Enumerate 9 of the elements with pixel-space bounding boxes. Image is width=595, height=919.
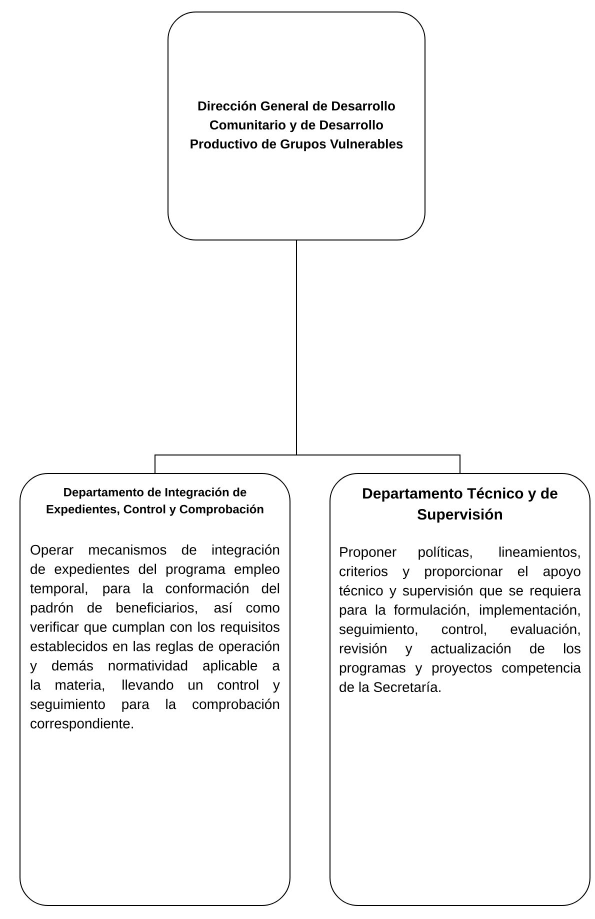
heading-text: Departamento de Integración de Expedientes, Control y Comprobación bbox=[46, 488, 264, 516]
title-text: Dirección General de Desarrollo Comunitario y de Desarrollo Productivo de Grupos Vulnerables bbox=[190, 100, 403, 152]
director-box bbox=[168, 12, 426, 240]
department-box bbox=[330, 473, 590, 906]
description-text: Operar mecanismos de integración de expedientes del programa empleo temporal, para la conformación del padrón de beneficiarios, así como verificar que cumplan con los requisitos establecidos en las reglas de operación y demás normatividad aplicable a la materia, llevando un control y seguimiento para la comprobación correspondiente. bbox=[30, 544, 280, 732]
department-box bbox=[20, 473, 290, 906]
description-text: Proponer políticas, lineamientos, criterios y proporcionar el apoyo técnico y supervisión que se requiera para la formulación, implementación, seguimiento, control, evaluación, revisión y actualización de los programas y proyectos competencia de la Secretaría. bbox=[339, 546, 581, 692]
connector-line bbox=[296, 240, 460, 474]
heading-text: Departamento Técnico y de Supervisión bbox=[363, 488, 558, 523]
